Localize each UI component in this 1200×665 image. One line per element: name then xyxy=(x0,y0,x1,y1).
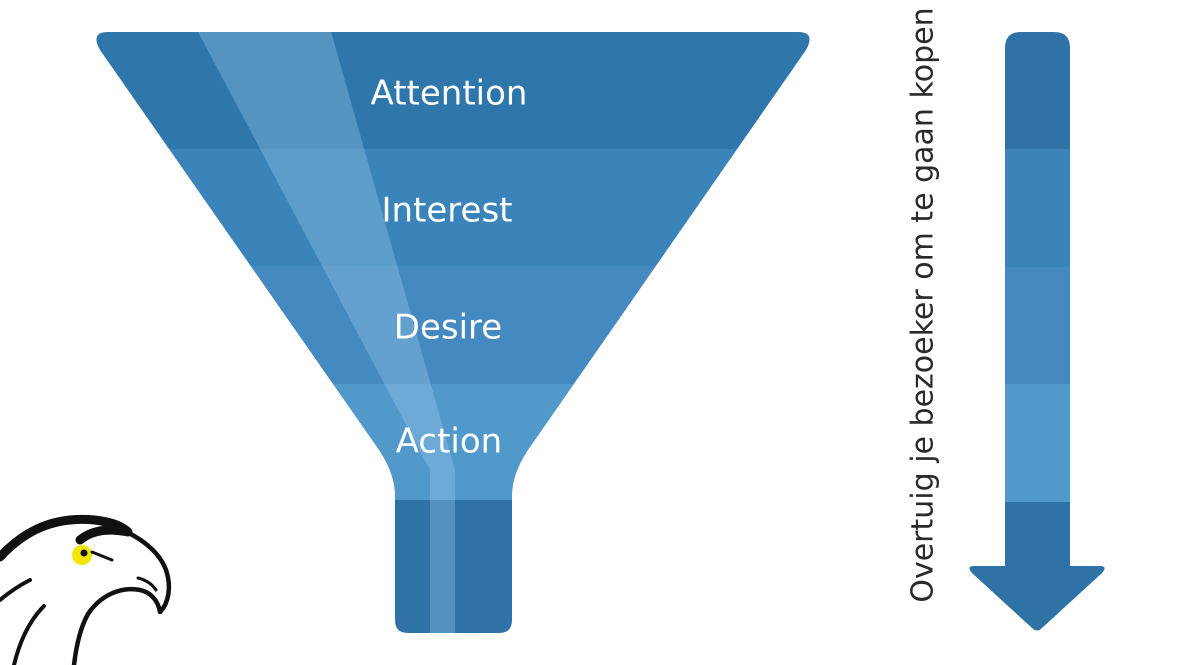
eagle-brow xyxy=(0,514,133,562)
eagle-pupil xyxy=(80,549,88,557)
stage-label-attention: Attention xyxy=(371,74,528,114)
stage-label-interest: Interest xyxy=(381,191,512,231)
arrow-band-2 xyxy=(969,149,1105,267)
down-arrow-icon xyxy=(969,32,1105,631)
stage-label-action: Action xyxy=(396,422,502,462)
stage-label-desire: Desire xyxy=(394,308,502,348)
eagle-head-icon xyxy=(0,514,172,665)
eagle-cheek xyxy=(0,578,32,602)
funnel-band-attention xyxy=(96,32,810,149)
side-caption: Overtuig je bezoeker om te gaan kopen xyxy=(906,7,941,602)
arrow-band-4 xyxy=(969,384,1105,502)
funnel-light-beam xyxy=(196,32,455,633)
arrow-band-3 xyxy=(969,267,1105,384)
eagle-beak xyxy=(71,519,172,665)
eagle-eye-line xyxy=(90,550,114,562)
eagle-mouth xyxy=(136,576,158,592)
arrow-band-1 xyxy=(969,32,1105,149)
funnel-stem xyxy=(96,500,810,633)
arrow-band-5 xyxy=(969,502,1105,631)
eagle-neck xyxy=(12,604,46,665)
